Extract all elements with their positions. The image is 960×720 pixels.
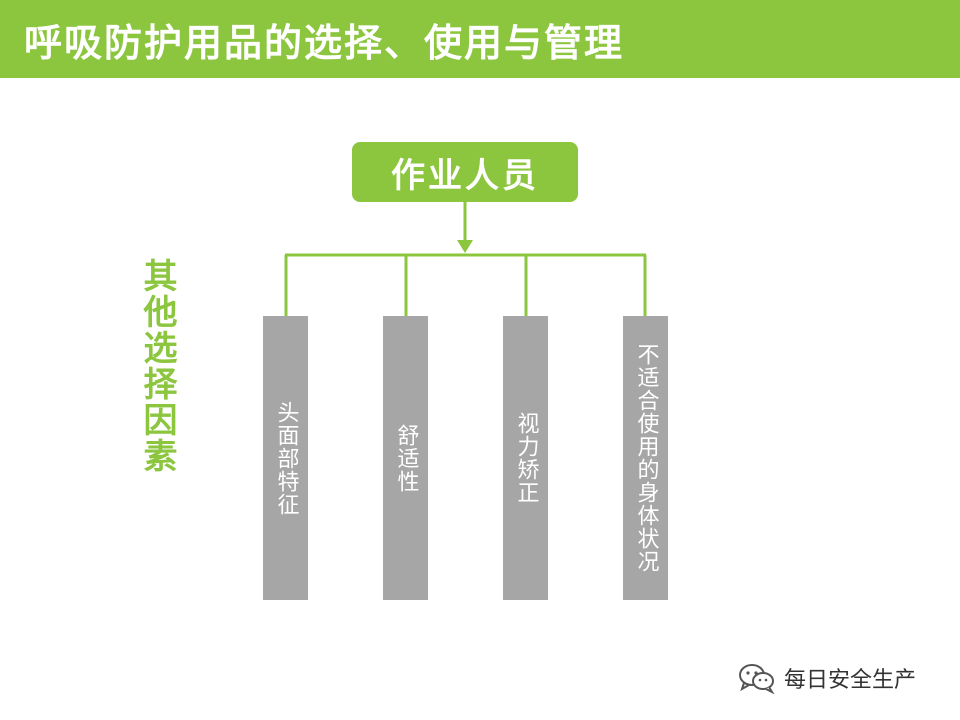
wechat-icon bbox=[739, 664, 775, 694]
branch-node-4: 不适合使用的身体状况 bbox=[623, 316, 668, 600]
branch-label-1: 头面部特征 bbox=[273, 400, 299, 516]
page-title: 呼吸防护用品的选择、使用与管理 bbox=[24, 21, 625, 65]
branch-node-2: 舒适性 bbox=[383, 316, 428, 600]
side-label: 其他选择因素 bbox=[137, 258, 177, 474]
watermark: 每日安全生产 bbox=[738, 660, 916, 696]
branch-label-3: 视力矫正 bbox=[513, 412, 539, 504]
branch-label-4: 不适合使用的身体状况 bbox=[633, 343, 659, 573]
branch-node-1: 头面部特征 bbox=[263, 316, 308, 600]
root-node-label: 作业人员 bbox=[391, 155, 539, 196]
watermark-text: 每日安全生产 bbox=[784, 668, 917, 693]
root-node: 作业人员 bbox=[352, 142, 578, 202]
header-banner: 呼吸防护用品的选择、使用与管理 bbox=[0, 0, 960, 78]
branch-label-2: 舒适性 bbox=[393, 423, 419, 493]
arrow-head bbox=[457, 240, 473, 253]
branch-node-3: 视力矫正 bbox=[503, 316, 548, 600]
